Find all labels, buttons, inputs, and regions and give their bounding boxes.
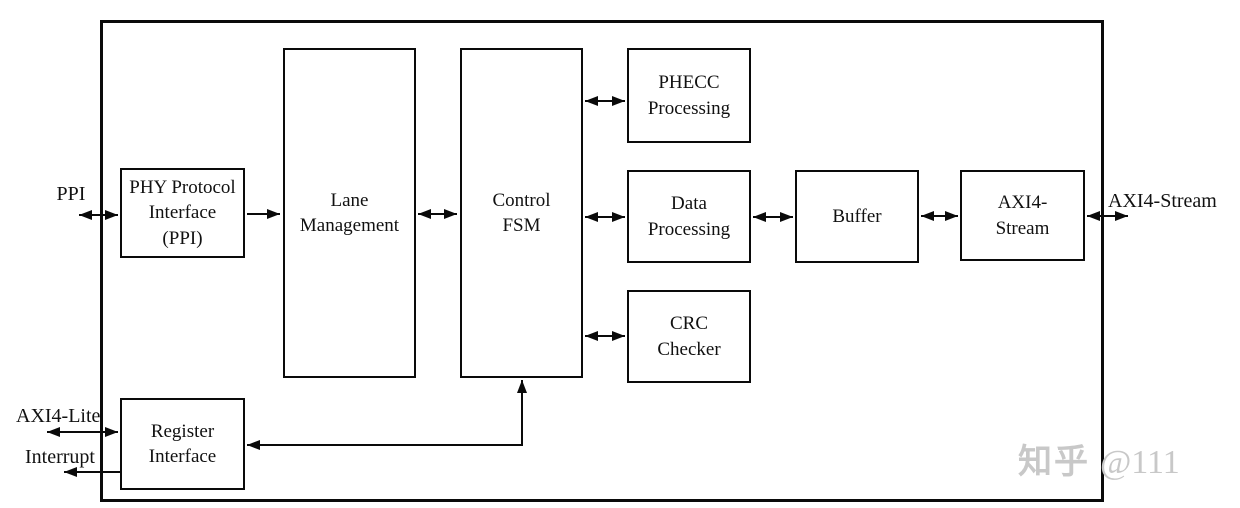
watermark-username: @111 [1100, 444, 1180, 481]
block-register-interface: Register Interface [120, 398, 245, 490]
block-buffer: Buffer [795, 170, 919, 263]
block-phy-protocol-interface: PHY Protocol Interface (PPI) [120, 168, 245, 258]
watermark: 知乎 @111 [1018, 434, 1180, 483]
label-interrupt-signal: Interrupt [25, 446, 95, 468]
label-ppi-interface: PPI [56, 183, 86, 205]
label-axi4-lite-interface: AXI4-Lite [16, 405, 101, 427]
block-axi4-stream: AXI4- Stream [960, 170, 1085, 261]
module-boundary-box [100, 20, 1104, 502]
watermark-site-name: 知乎 [1018, 444, 1090, 481]
label-axi4-stream-interface: AXI4-Stream [1108, 190, 1217, 212]
block-lane-management: Lane Management [283, 48, 416, 378]
block-data-processing: Data Processing [627, 170, 751, 263]
block-phecc-processing: PHECC Processing [627, 48, 751, 143]
block-control-fsm: Control FSM [460, 48, 583, 378]
block-crc-checker: CRC Checker [627, 290, 751, 383]
